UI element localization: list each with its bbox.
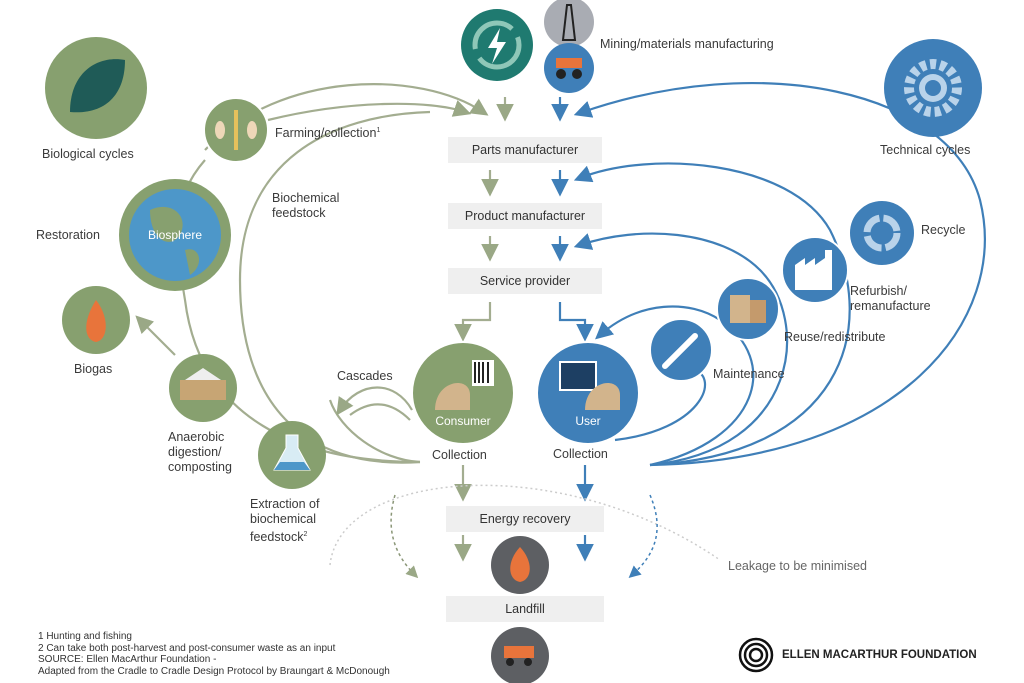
landfill-box: Landfill [446,596,604,622]
recycle-icon [848,199,916,267]
compost-icon [169,354,237,422]
source-line-2: Adapted from the Cradle to Cradle Design… [38,665,390,677]
energy-cycle-icon [461,9,533,81]
flask-icon [258,421,326,489]
logo-text: ELLEN MACARTHUR FOUNDATION [782,649,977,661]
energy-recovery-box: Energy recovery [446,506,604,532]
footnote-1: 1 Hunting and fishing [38,631,132,642]
biogas-icon [62,286,130,354]
logo-rings-icon [738,637,774,673]
farming-icon [203,97,269,163]
biosphere-icon [119,179,231,291]
leakage-label: Leakage to be minimised [728,559,867,573]
refurbish-label: Refurbish/ remanufacture [850,284,931,313]
leakage-arcs [329,484,721,579]
wrench-icon [649,318,713,382]
farming-label: Farming/collection1 [275,126,381,141]
biosphere-label: Biosphere [147,228,203,242]
parts-manufacturer-box: Parts manufacturer [448,137,602,163]
product-manufacturer-box: Product manufacturer [448,203,602,229]
gear-icon [884,39,982,137]
anaerobic-label: Anaerobic digestion/ composting [168,430,232,474]
factory-icon [781,236,849,304]
source-line: SOURCE: Ellen MacArthur Foundation - [38,654,217,665]
collection-left-label: Collection [432,448,487,462]
boxes-icon [716,277,780,341]
biochemical-feedstock-label: Biochemical feedstock [272,191,340,220]
consumer-label: Consumer [435,414,491,428]
foundation-logo: ELLEN MACARTHUR FOUNDATION [738,637,977,673]
user-icon [536,341,640,445]
restoration-label: Restoration [36,228,100,242]
footnote-2: 2 Can take both post-harvest and post-co… [38,642,336,654]
dump-truck-icon [491,627,549,683]
collection-right-label: Collection [553,447,608,461]
reuse-label: Reuse/redistribute [784,330,886,344]
cascades-label: Cascades [337,369,393,383]
oil-rig-icon [544,0,594,47]
biological-flows [135,83,514,562]
biological-cycles-label: Biological cycles [42,147,134,161]
maintenance-label: Maintenance [713,367,785,381]
mining-truck-icon [544,43,594,93]
consumer-icon [411,341,515,445]
footnotes: 1 Hunting and fishing 2 Can take both po… [38,631,390,677]
mining-label: Mining/materials manufacturing [600,37,774,51]
recycle-label: Recycle [921,223,966,237]
leaf-icon [45,37,147,139]
extraction-label: Extraction of biochemical feedstock2 [250,497,320,545]
user-label: User [575,414,601,428]
fire-icon [491,536,549,594]
biogas-label: Biogas [74,362,113,376]
technical-cycles-label: Technical cycles [880,143,971,157]
service-provider-box: Service provider [448,268,602,294]
